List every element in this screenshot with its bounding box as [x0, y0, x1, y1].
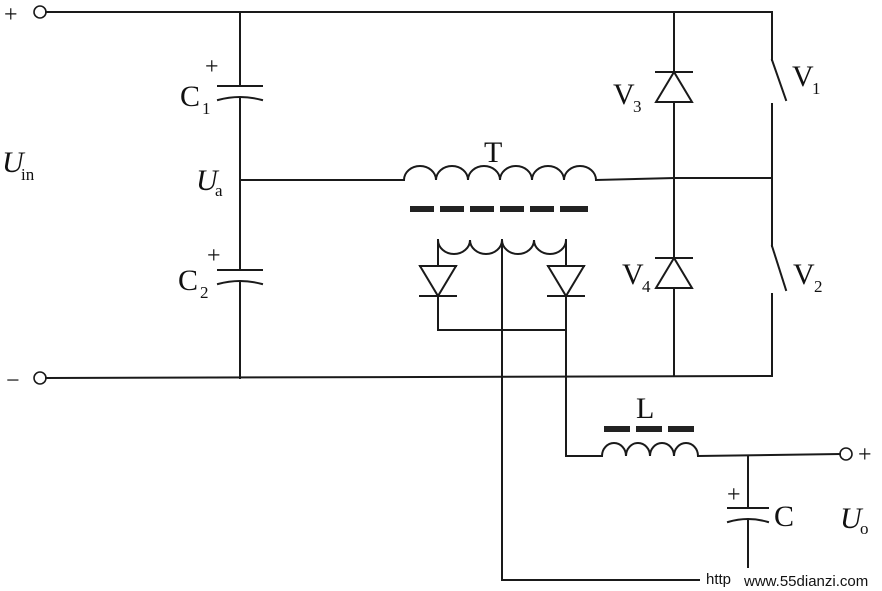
c2-plus-sign: +	[207, 243, 221, 269]
rectifier-diode-right	[546, 265, 586, 298]
inductor-core	[604, 426, 694, 432]
input-plus-sign: +	[4, 2, 18, 28]
output-plus-terminal	[839, 447, 853, 461]
diode-v4	[654, 256, 694, 289]
capacitor-c2	[216, 179, 264, 379]
output-plus-wire	[696, 452, 842, 458]
uo-label-sub: o	[860, 519, 869, 538]
uin-label-sub: in	[21, 165, 35, 184]
output-capacitor-c	[726, 455, 770, 581]
input-minus-sign: −	[6, 368, 20, 394]
transformer-label: T	[484, 136, 502, 169]
c2-label: C	[178, 264, 198, 297]
transformer-primary-winding	[402, 165, 598, 182]
input-minus-terminal	[33, 371, 47, 385]
uo-label: U	[840, 502, 864, 535]
output-capacitor-label: C	[774, 500, 794, 533]
inductor-label: L	[636, 392, 654, 425]
transformer-core	[410, 206, 588, 212]
inductor-l	[600, 442, 700, 458]
diode-v3	[654, 70, 694, 103]
capacitor-c1	[216, 11, 264, 181]
watermark-background	[700, 568, 882, 591]
ua-label-sub: a	[215, 181, 223, 200]
output-plus-sign: +	[858, 442, 872, 468]
bottom-rail	[44, 374, 774, 380]
v4-label: V	[622, 258, 644, 291]
v3-label: V	[613, 78, 635, 111]
watermark-prefix: http	[706, 571, 731, 588]
v2-label: V	[793, 258, 815, 291]
c2-label-sub: 2	[200, 283, 209, 302]
v3-label-sub: 3	[633, 97, 642, 116]
rectifier-diode-left	[418, 265, 458, 298]
output-c-plus-sign: +	[727, 482, 741, 508]
switch-v2	[770, 244, 788, 292]
ua-label: U	[196, 164, 220, 197]
v1-label: V	[792, 60, 814, 93]
c1-label: C	[180, 80, 200, 113]
v4-label-sub: 4	[642, 277, 651, 296]
c1-plus-sign: +	[205, 54, 219, 80]
v1-label-sub: 1	[812, 79, 821, 98]
uin-label: U	[2, 146, 26, 179]
v2-label-sub: 2	[814, 277, 823, 296]
c1-label-sub: 1	[202, 99, 211, 118]
watermark-url: www.55dianzi.com	[743, 573, 868, 590]
switch-v1	[770, 58, 788, 102]
primary-right-wire	[594, 176, 676, 182]
input-plus-terminal	[33, 5, 47, 19]
